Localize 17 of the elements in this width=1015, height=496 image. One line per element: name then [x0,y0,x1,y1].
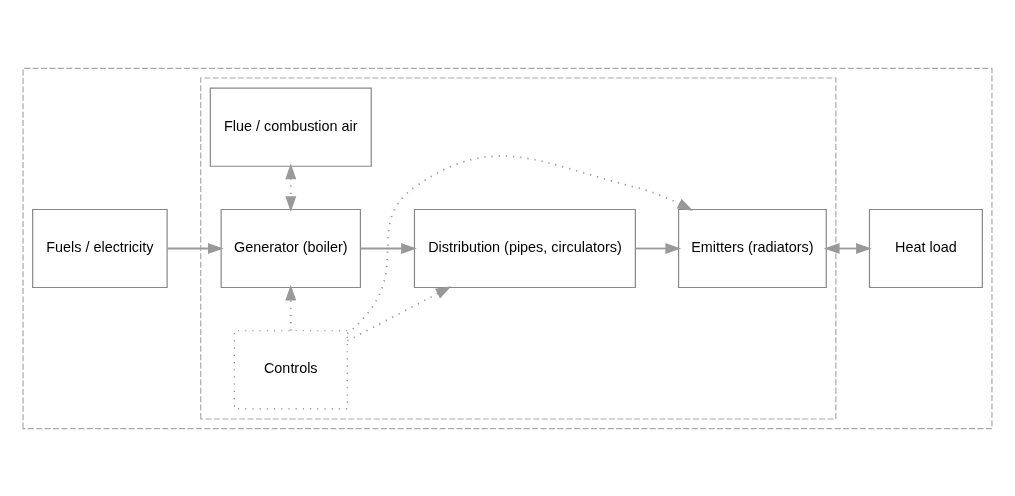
node-box: Fuels / electricity [32,208,168,288]
arrow [285,284,297,331]
arrow [634,242,682,254]
cluster [22,67,993,429]
node-box: Heat load [868,208,983,288]
cluster [200,76,837,420]
arrow [346,285,452,342]
node-box: Emitters (radiators) [678,208,827,288]
node-box: Distribution (pipes, circulators) [413,208,636,288]
node-box: Flue / combustion air [209,87,372,167]
arrow [823,242,872,254]
arrow [359,242,417,254]
arrow [166,242,224,254]
arrow [346,154,694,335]
node-box: Controls [233,329,348,409]
node-box: Generator (boiler) [220,208,362,288]
arrow [285,163,297,212]
